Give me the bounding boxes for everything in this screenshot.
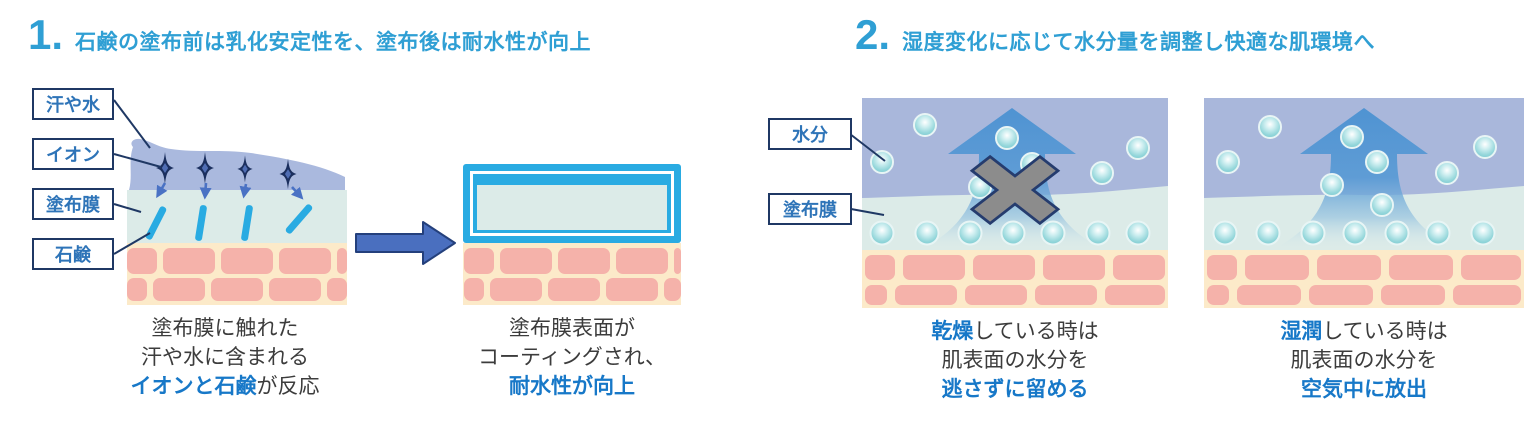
coating-frame xyxy=(463,164,681,243)
caption-emphasis: 湿潤 xyxy=(1280,320,1323,343)
moisture-droplet-icon xyxy=(1342,220,1368,246)
skin-cells xyxy=(1207,255,1521,305)
skin-cells xyxy=(464,248,681,301)
ion-sparkles xyxy=(156,152,297,190)
moisture-droplet-icon xyxy=(1384,220,1410,246)
soap-bar xyxy=(241,205,253,241)
caption-before-coating: 塗布膜に触れた 汗や水に含まれる イオンと石鹸が反応 xyxy=(105,314,345,401)
caption-after-coating: 塗布膜表面が コーティングされ、 耐水性が向上 xyxy=(462,314,682,401)
reaction-arrows xyxy=(156,182,304,200)
diagram-before-coating xyxy=(127,138,347,305)
moisture-droplet-icon xyxy=(1090,161,1114,185)
skin-cells xyxy=(127,248,347,301)
moisture-droplet-icon xyxy=(869,220,895,246)
caption-line: 肌表面の水分を xyxy=(941,349,1089,372)
caption-line: している時は xyxy=(1322,320,1448,343)
moisture-droplet-icon xyxy=(913,113,937,137)
soap-bar xyxy=(285,204,313,234)
skin-layer xyxy=(1204,250,1524,308)
moisture-droplet-icon xyxy=(870,150,894,174)
evaporation-up-arrow-icon xyxy=(1276,108,1452,248)
caption-dry: 乾燥している時は 肌表面の水分を 逃さずに留める xyxy=(862,317,1168,404)
film-layer xyxy=(127,190,347,243)
diagram-after-coating xyxy=(463,164,681,305)
panel1-number: 1. xyxy=(28,11,64,58)
soap-bar xyxy=(145,206,167,240)
ion-sparkle-icon xyxy=(279,158,297,190)
caption-line: が反応 xyxy=(256,375,320,398)
soap-bar xyxy=(195,205,207,241)
caption-emphasis: 逃さずに留める xyxy=(941,378,1089,401)
panel1-title-row: 1. 石鹸の塗布前は乳化安定性を、塗布後は耐水性が向上 xyxy=(28,14,591,56)
moisture-droplet-icon xyxy=(1126,136,1150,160)
reaction-down-arrow-icon xyxy=(239,183,252,199)
label-moisture-text: 水分 xyxy=(792,125,828,145)
label-coating-film-2-text: 塗布膜 xyxy=(783,200,837,220)
panel1-title: 石鹸の塗布前は乳化安定性を、塗布後は耐水性が向上 xyxy=(75,31,592,54)
moisture-droplet-icon xyxy=(1258,115,1282,139)
caption-line: コーティングされ、 xyxy=(478,346,666,369)
label-sweat-water: 汗や水 xyxy=(32,88,114,120)
moisture-droplet-icon xyxy=(957,220,983,246)
moisture-droplet-icon xyxy=(1216,150,1240,174)
reaction-down-arrow-icon xyxy=(156,182,168,199)
label-ion-text: イオン xyxy=(46,145,100,165)
moisture-droplet-icon xyxy=(1212,220,1238,246)
reaction-down-arrow-icon xyxy=(290,186,304,200)
label-soap-text: 石鹸 xyxy=(55,245,91,265)
moisture-droplet-icon xyxy=(1000,220,1026,246)
reaction-down-arrow-icon xyxy=(199,182,212,200)
blocked-cross-icon xyxy=(969,154,1061,226)
caption-emphasis: 乾燥 xyxy=(931,320,974,343)
moisture-droplet-icon xyxy=(1340,125,1364,149)
label-moisture: 水分 xyxy=(768,118,852,150)
ion-sparkle-icon xyxy=(156,152,174,184)
moisture-droplet-icon xyxy=(1125,220,1151,246)
caption-emphasis: イオンと石鹸 xyxy=(130,375,257,398)
skin-layer xyxy=(127,243,347,305)
moisture-droplet-icon xyxy=(1300,220,1326,246)
moisture-droplet-icon xyxy=(1085,220,1111,246)
skin-layer xyxy=(862,250,1168,308)
caption-line: している時は xyxy=(973,320,1099,343)
ion-sparkle-icon xyxy=(237,155,253,183)
diagram-humid-condition xyxy=(1204,98,1524,308)
caption-emphasis: 空気中に放出 xyxy=(1301,378,1427,401)
moisture-droplet-icon xyxy=(914,220,940,246)
moisture-droplet-icon xyxy=(1470,220,1496,246)
caption-line: 汗や水に含まれる xyxy=(141,346,309,369)
label-soap: 石鹸 xyxy=(32,238,114,270)
ion-sparkle-icon xyxy=(196,152,214,184)
label-ion: イオン xyxy=(32,138,114,170)
moisture-droplet-icon xyxy=(1473,135,1497,159)
skin-cells xyxy=(865,255,1165,305)
moisture-droplets xyxy=(1212,115,1497,246)
transform-right-arrow-icon xyxy=(355,221,456,265)
label-coating-film: 塗布膜 xyxy=(32,188,114,220)
soap-bars xyxy=(145,204,313,241)
label-coating-film-text: 塗布膜 xyxy=(46,195,100,215)
moisture-droplet-icon xyxy=(995,126,1019,150)
panel2-title-row: 2. 湿度変化に応じて水分量を調整し快適な肌環境へ xyxy=(855,14,1375,56)
moisture-droplet-icon xyxy=(1425,220,1451,246)
label-coating-film-2: 塗布膜 xyxy=(768,193,852,225)
moisture-droplet-icon xyxy=(1040,220,1066,246)
panel2-number: 2. xyxy=(855,11,891,58)
sweat-water-layer xyxy=(129,138,345,190)
moisture-droplet-icon xyxy=(1365,150,1389,174)
moisture-droplet-icon xyxy=(1435,161,1459,185)
moisture-droplet-icon xyxy=(1255,220,1281,246)
caption-line: 肌表面の水分を xyxy=(1290,349,1438,372)
caption-line: 塗布膜に触れた xyxy=(151,317,299,340)
moisture-droplet-icon xyxy=(1320,173,1344,197)
caption-humid: 湿潤している時は 肌表面の水分を 空気中に放出 xyxy=(1204,317,1524,404)
skin-layer xyxy=(463,243,681,305)
film-layer xyxy=(477,185,667,230)
moisture-droplet-icon xyxy=(1370,193,1394,217)
label-sweat-water-text: 汗や水 xyxy=(46,95,100,115)
panel2-title: 湿度変化に応じて水分量を調整し快適な肌環境へ xyxy=(902,31,1376,54)
diagram-dry-condition xyxy=(862,98,1168,308)
caption-emphasis: 耐水性が向上 xyxy=(509,375,635,398)
caption-line: 塗布膜表面が xyxy=(509,317,635,340)
